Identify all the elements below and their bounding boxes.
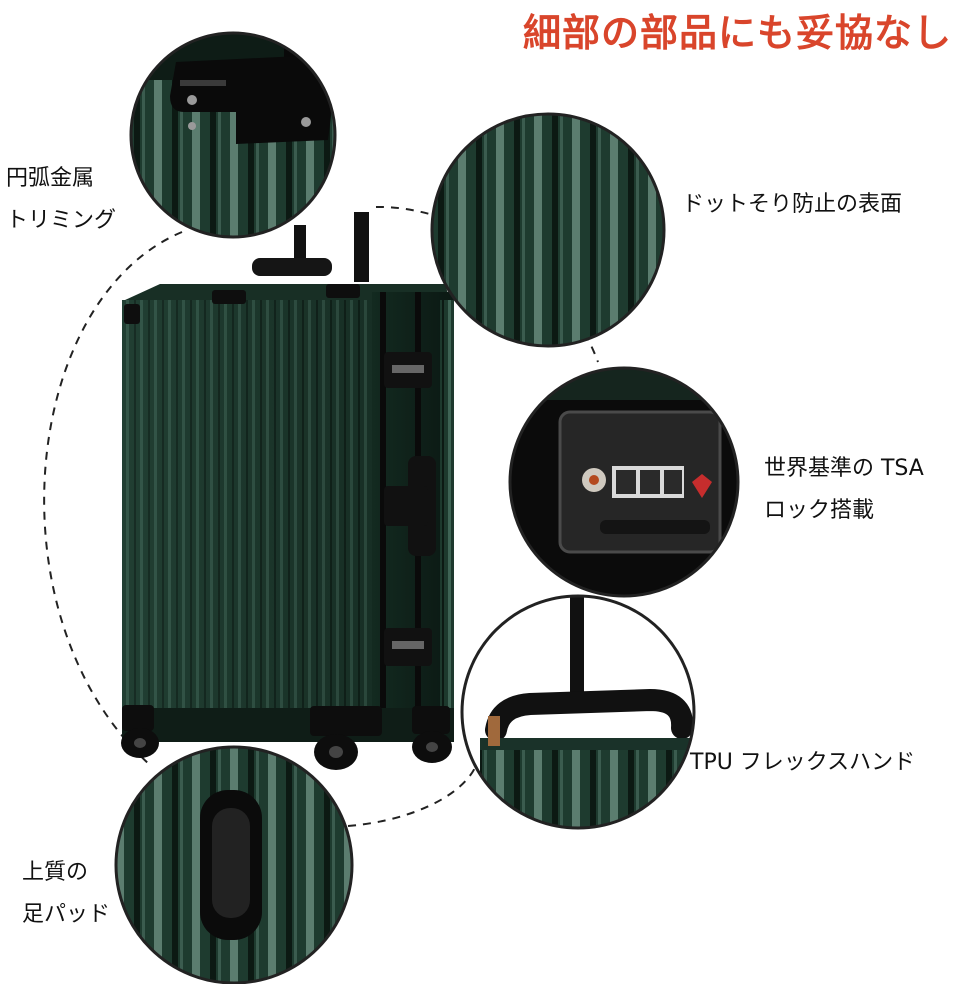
tsa-lock-line-2: ロック搭載 (764, 498, 875, 523)
foot-pad-closeup-icon (114, 745, 354, 984)
foot-pad-callout: 上質の 足パッド (22, 852, 110, 936)
suitcase (121, 212, 454, 770)
headline: 細部の部品にも妥協なし (522, 11, 952, 55)
surface-line-1: ドットそり防止の表面 (682, 192, 903, 217)
flex-handle-closeup-icon (460, 594, 696, 830)
surface-callout: ドットそり防止の表面 (682, 184, 902, 226)
ribbed-surface-closeup-icon (430, 112, 666, 348)
tsa-lock-closeup-icon (508, 366, 740, 598)
foot-pad-line-1: 上質の (22, 860, 89, 885)
corner-trim-line-2: トリミング (6, 208, 117, 233)
tsa-lock-line-1: 世界基準の TSA (764, 456, 924, 481)
corner-trim-line-1: 円弧金属 (6, 166, 95, 191)
handle-line-1: TPU フレックスハンド (690, 750, 916, 775)
tsa-lock-callout: 世界基準の TSA ロック搭載 (764, 448, 924, 532)
corner-trim-callout: 円弧金属 トリミング (6, 158, 116, 242)
metal-corner-closeup-icon (129, 31, 337, 239)
handle-callout: TPU フレックスハンド (690, 742, 915, 784)
foot-pad-line-2: 足パッド (22, 902, 111, 927)
